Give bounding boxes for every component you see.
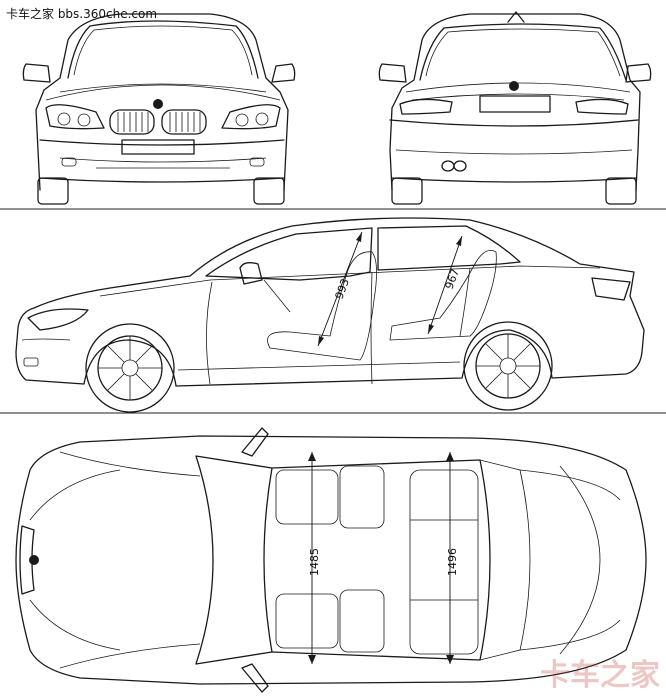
mirror-right-rear	[625, 63, 652, 83]
front-seat-side	[267, 251, 377, 361]
mirror-left-top	[241, 427, 269, 457]
dim-label-rear-headroom: 967	[443, 267, 462, 291]
bmw-emblem-front	[153, 99, 163, 109]
mirror-left-front	[22, 63, 51, 83]
license-plate-front	[121, 139, 195, 155]
mirror-side	[239, 262, 263, 285]
rear-view	[378, 11, 652, 205]
rear-wheel-side	[463, 321, 553, 411]
front-window-side	[205, 227, 373, 281]
dim-front-headroom: 993	[317, 231, 363, 347]
front-seat-right-top	[275, 593, 339, 649]
side-view: 993 967	[15, 217, 645, 413]
bmw-emblem-rear	[509, 81, 519, 91]
front-view	[22, 13, 296, 205]
front-tyre-left	[37, 177, 69, 205]
dim-label-front-headroom: 993	[333, 277, 352, 301]
taillight-right	[575, 98, 629, 115]
front-wheel-side	[85, 323, 175, 413]
kidney-grille	[109, 109, 207, 135]
rear-bench-top	[409, 469, 479, 655]
front-tyre-right	[253, 177, 285, 205]
exhaust-right	[453, 160, 467, 172]
headlight-right	[221, 104, 281, 130]
headlight-side	[27, 308, 89, 331]
dim-rear-shoulder: 1496	[446, 452, 459, 664]
taillight-left	[399, 98, 453, 115]
rear-tyre-right	[605, 177, 637, 205]
dim-label-front-shoulder: 1485	[308, 548, 321, 576]
license-plate-rear	[479, 95, 551, 113]
rear-seat-side	[389, 249, 497, 341]
headlight-left	[45, 104, 105, 130]
mirror-right-front	[271, 63, 296, 83]
top-view: 1485 1496	[15, 427, 647, 693]
exhaust-left	[441, 160, 455, 172]
dim-rear-headroom: 967	[427, 235, 463, 335]
dim-front-shoulder: 1485	[308, 452, 321, 664]
watermark-top: 卡车之家 bbs.360che.com	[6, 7, 158, 21]
watermark-bottom: 卡车之家	[540, 658, 660, 693]
bmw-emblem-top	[29, 555, 39, 565]
mirror-left-rear	[378, 63, 407, 83]
taillight-side	[591, 277, 631, 301]
dim-label-rear-shoulder: 1496	[446, 548, 459, 576]
front-lights-top	[19, 525, 35, 595]
rear-tyre-left	[391, 177, 423, 205]
front-seat-left-top	[275, 469, 339, 525]
windshield-top	[195, 455, 273, 665]
mirror-right-top	[241, 663, 269, 693]
rear-window-side	[377, 225, 521, 271]
